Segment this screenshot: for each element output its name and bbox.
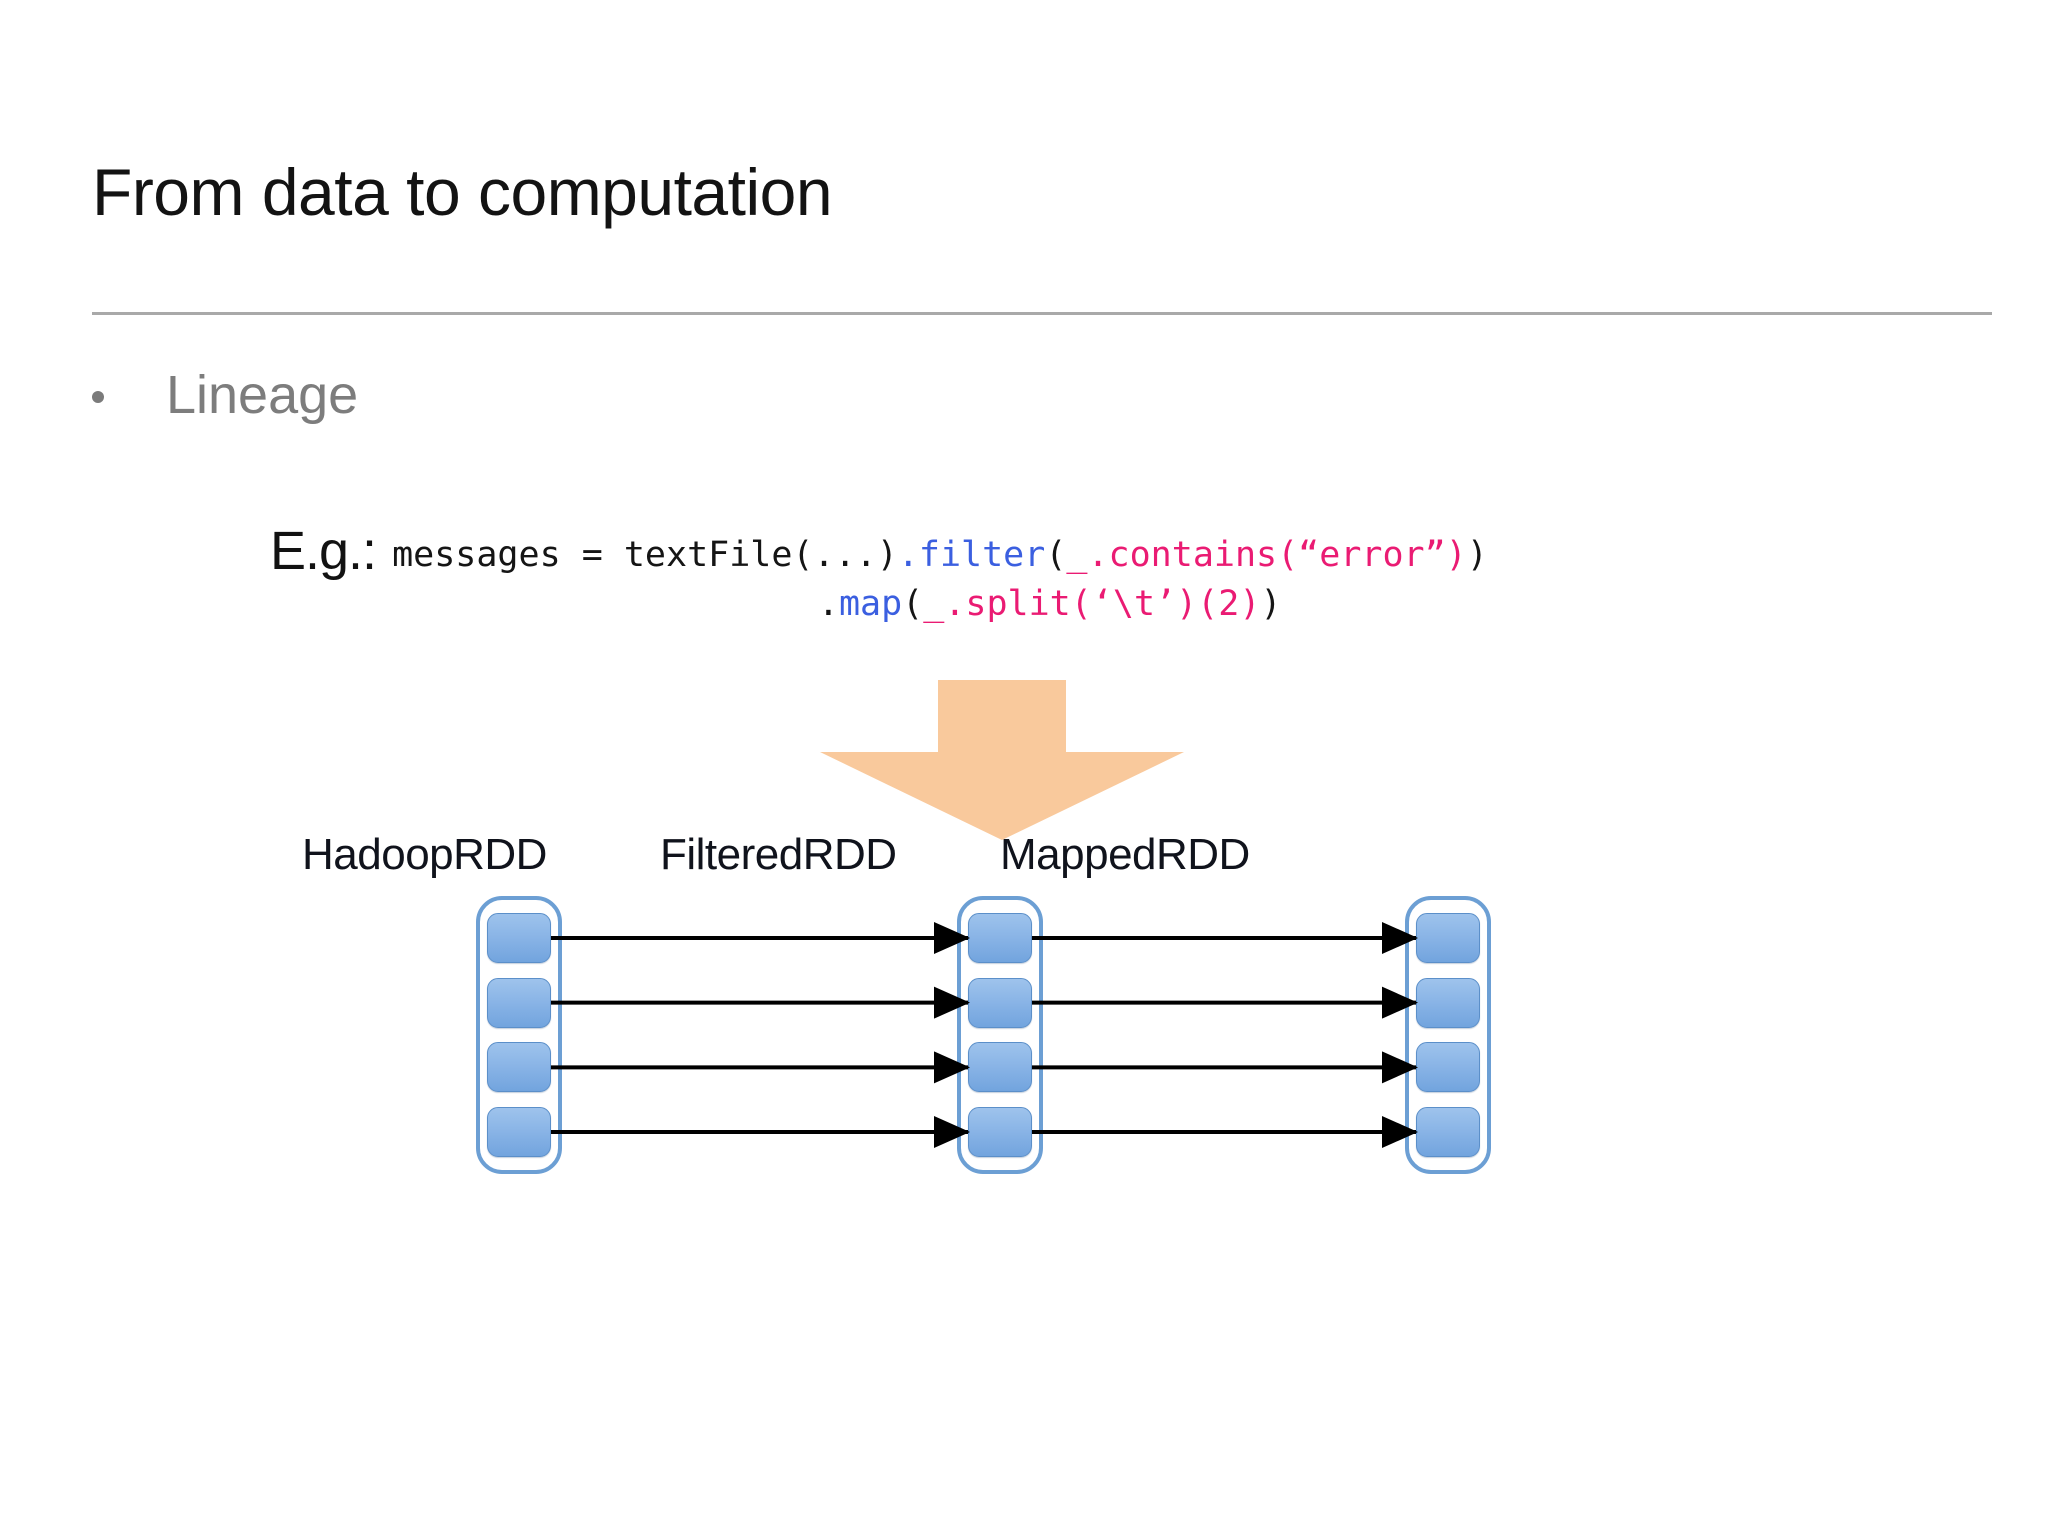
- rdd-container-filteredrdd: [957, 896, 1043, 1174]
- code-token-lambda-split: _.split(‘\t’)(2): [923, 584, 1261, 624]
- bullet-item-label: Lineage: [166, 365, 359, 425]
- partition-block: [1416, 913, 1480, 963]
- code-token-plain: messages = textFile(...): [392, 535, 898, 575]
- rdd-container-hadooprdd: [476, 896, 562, 1174]
- code-line-2: .map(_.split(‘\t’)(2)): [270, 576, 1282, 632]
- bullet-marker-icon: [92, 391, 104, 403]
- stage-label-mappedrdd: MappedRDD: [1000, 830, 1250, 879]
- code-token-method-filter: .filter: [897, 535, 1046, 575]
- code-token-paren-open: (: [1045, 535, 1067, 575]
- partition-block: [1416, 977, 1480, 1028]
- title-divider: [92, 312, 1992, 315]
- code-token-paren-close-2: ): [1260, 584, 1282, 624]
- partition-block: [968, 977, 1032, 1028]
- partition-block: [968, 1106, 1032, 1157]
- partition-block: [487, 913, 551, 963]
- code-token-dot: .: [817, 584, 839, 624]
- code-token-paren-open-2: (: [902, 584, 924, 624]
- partition-block: [487, 1106, 551, 1157]
- partition-block: [487, 977, 551, 1028]
- code-line-2-indent: [270, 584, 818, 624]
- stage-label-filteredrdd: FilteredRDD: [660, 830, 897, 879]
- partition-block: [968, 1042, 1032, 1093]
- partition-block: [487, 1042, 551, 1093]
- rdd-container-mappedrdd: [1405, 896, 1491, 1174]
- bullet-item-lineage: Lineage: [92, 368, 358, 422]
- page-title: From data to computation: [92, 155, 833, 229]
- transform-down-arrow-icon: [820, 680, 1184, 840]
- partition-block: [1416, 1106, 1480, 1157]
- code-token-method-map: map: [838, 584, 903, 624]
- stage-label-hadooprdd: HadoopRDD: [302, 830, 547, 879]
- partition-block: [1416, 1042, 1480, 1093]
- lineage-diagram: E.g.: messages = textFile(...).filter(_.…: [260, 500, 1760, 1220]
- partition-block: [968, 913, 1032, 963]
- code-token-lambda-contains: _.contains(“error”): [1066, 535, 1467, 575]
- code-line-1-tokens: messages = textFile(...).filter(_.contai…: [392, 527, 1488, 583]
- code-line-1: E.g.: messages = textFile(...).filter(_.…: [270, 520, 1488, 583]
- code-token-paren-close: ): [1466, 535, 1488, 575]
- eg-prefix-label: E.g.:: [270, 521, 377, 581]
